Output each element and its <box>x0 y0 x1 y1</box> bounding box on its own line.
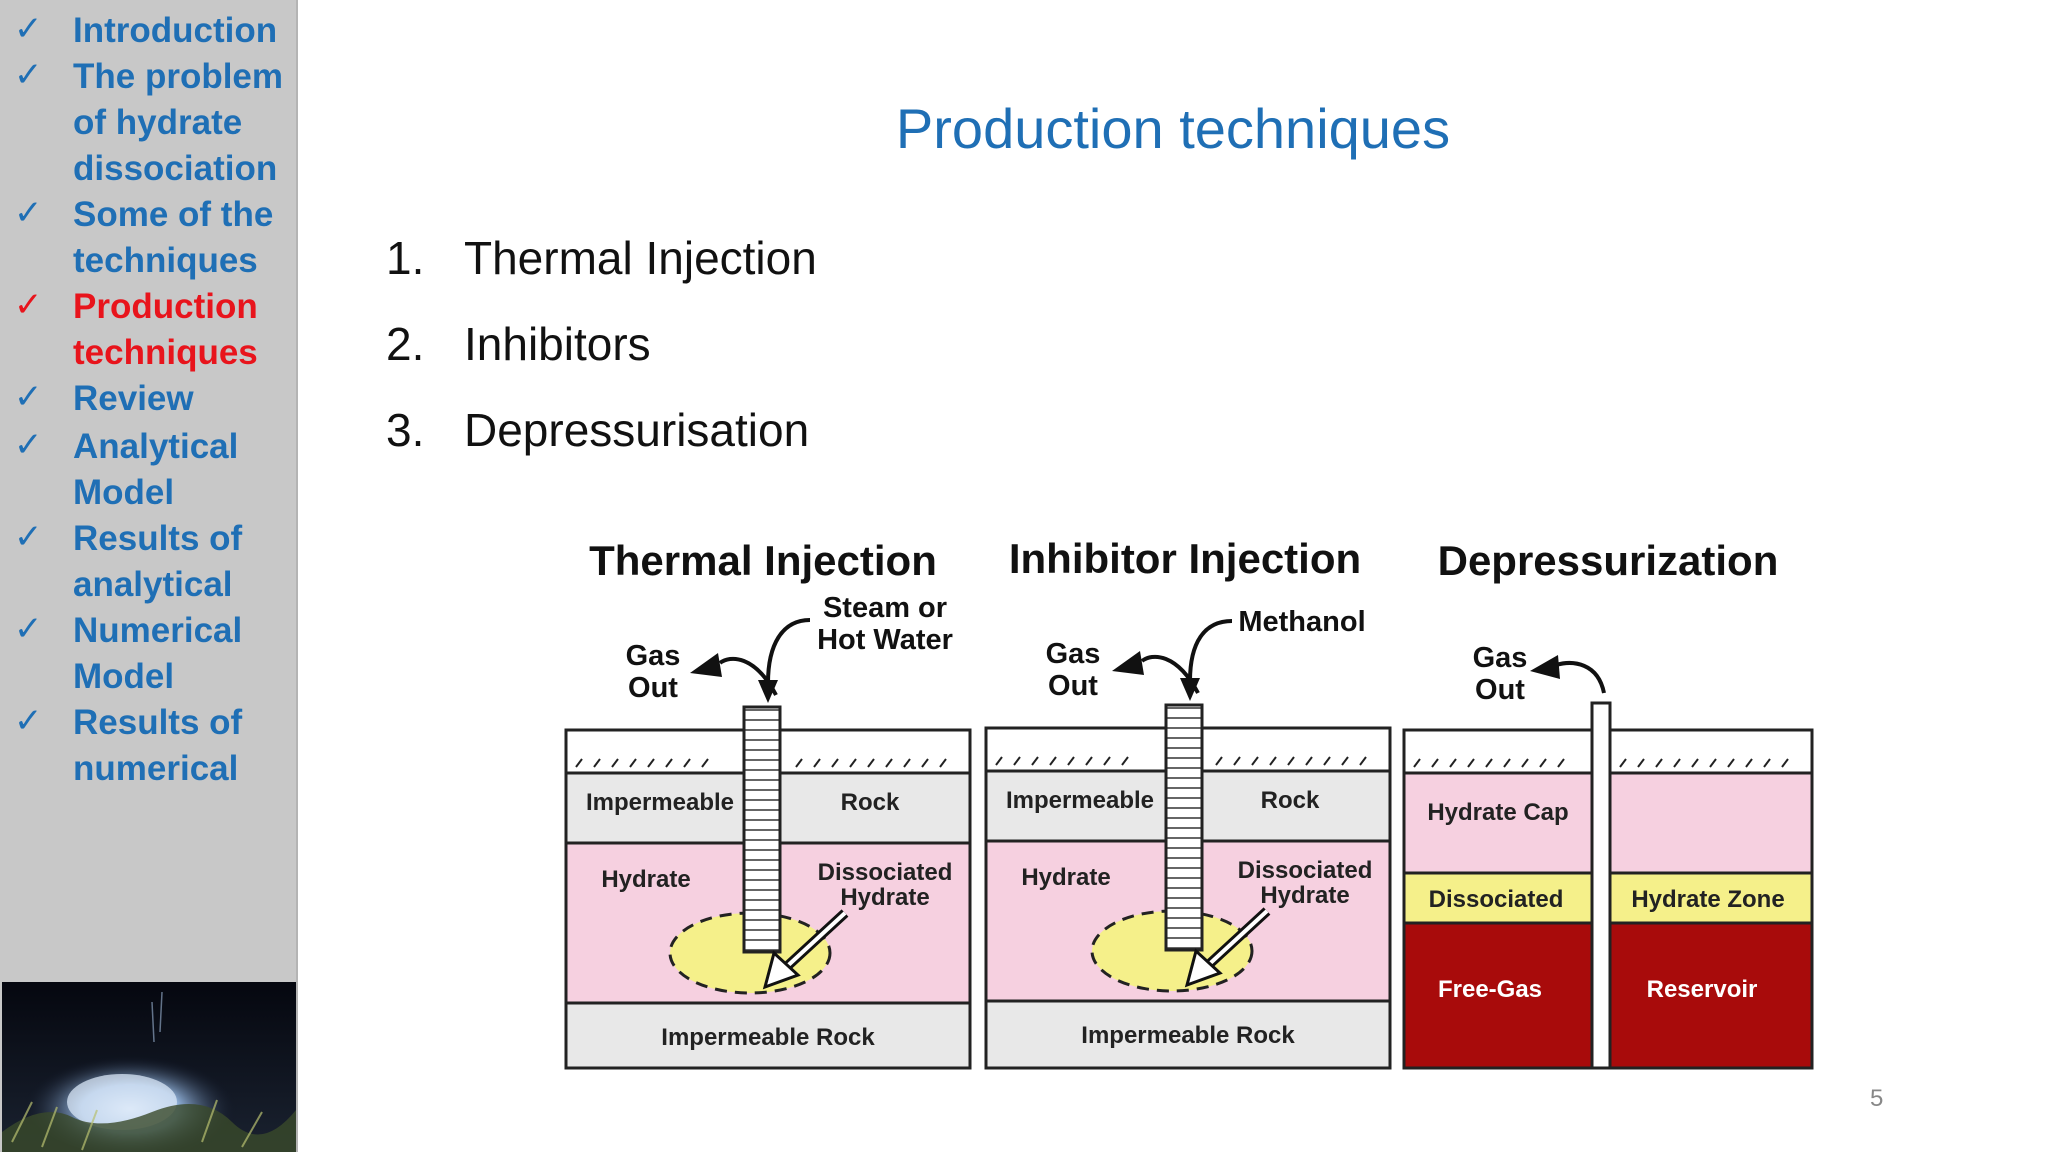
inhibitor-injection-panel: Inhibitor Injection Gas Out Methanol Imp… <box>984 535 1392 1070</box>
depressurization-panel: Depressurization Gas Out Hydrate Cap Dis… <box>1402 537 1814 1070</box>
page-number: 5 <box>1870 1085 1884 1112</box>
sidebar-thumbnail-image <box>2 982 296 1152</box>
bullet-number: 2. <box>386 318 425 370</box>
impermeable-rock-label: Impermeable Rock <box>1081 1022 1295 1049</box>
arrow-head <box>690 653 722 677</box>
checkmark-icon: ✓ <box>14 193 43 233</box>
hydrate-label: Hydrate <box>1021 864 1110 891</box>
sidebar: ✓ Introduction ✓ The problem of hydrate dis… <box>0 0 298 1152</box>
gas-out-label: Gas <box>1046 638 1101 670</box>
steam-label: Hot Water <box>817 624 953 656</box>
checkmark-icon: ✓ <box>14 285 43 325</box>
impermeable-rock-label: Impermeable Rock <box>661 1024 875 1051</box>
sidebar-nav-label: Some of the techniques <box>73 195 274 280</box>
arrow-head <box>758 680 778 703</box>
surface-hatch <box>575 758 947 768</box>
dissociated-arrow-inner <box>1202 909 1269 971</box>
impermeable-label: Impermeable <box>586 789 734 816</box>
gas-out-label: Out <box>628 672 678 704</box>
bullet-text: Thermal Injection <box>464 232 817 284</box>
thermal-injection-panel: Thermal Injection Gas Out Steam or Hot W… <box>564 537 972 1070</box>
injection-arrow <box>766 618 811 684</box>
slide-title: Production techniques <box>895 97 1451 160</box>
methanol-label: Methanol <box>1238 606 1365 638</box>
hydrate-zone-label: Hydrate Zone <box>1631 886 1784 913</box>
seafloor-hydrate-image <box>2 982 296 1152</box>
production-well <box>1590 701 1612 1070</box>
sidebar-nav-label: Review <box>73 379 194 418</box>
injection-arrow <box>1188 619 1233 682</box>
inhibitor-injection-title: Inhibitor Injection <box>1009 535 1361 582</box>
rock-label: Rock <box>1261 787 1320 814</box>
rock-label: Rock <box>841 789 900 816</box>
hydrate-label: Hydrate <box>601 866 690 893</box>
checkmark-icon: ✓ <box>14 701 43 741</box>
hydrate-cap-label: Hydrate Cap <box>1427 799 1568 826</box>
checkmark-icon: ✓ <box>14 9 43 49</box>
gas-out-label: Out <box>1475 674 1525 706</box>
thermal-injection-title: Thermal Injection <box>589 537 937 584</box>
steam-label: Steam or <box>823 592 947 624</box>
sidebar-nav-label: Results of analytical <box>73 519 243 604</box>
injection-well <box>742 705 782 954</box>
free-gas-label: Free-Gas <box>1438 976 1542 1003</box>
production-techniques-diagram: Thermal Injection Gas Out Steam or Hot W… <box>564 535 1814 1070</box>
bullet-text: Inhibitors <box>464 318 651 370</box>
impermeable-rock-bottom <box>984 999 1392 1070</box>
checkmark-icon: ✓ <box>14 377 43 417</box>
gas-out-label: Gas <box>1473 642 1528 674</box>
checkmark-icon: ✓ <box>14 425 43 465</box>
sidebar-nav-label: Results of numerical <box>73 703 243 788</box>
arrow-head <box>1180 678 1200 701</box>
bullet-item: 2. Inhibitors <box>386 316 651 372</box>
arrow-head <box>1530 655 1560 679</box>
sidebar-nav-label: The problem of hydrate dissociation <box>73 57 284 188</box>
sidebar-nav-label: Introduction <box>73 11 278 50</box>
bullet-item: 3. Depressurisation <box>386 402 809 458</box>
arrow-head <box>1112 651 1144 675</box>
dissociated-label: Dissociated <box>1429 886 1564 913</box>
checkmark-icon: ✓ <box>14 517 43 557</box>
surface-hatch <box>995 756 1367 766</box>
dissociated-label: Hydrate <box>1260 882 1349 909</box>
checkmark-icon: ✓ <box>14 609 43 649</box>
bullet-item: 1. Thermal Injection <box>386 230 817 286</box>
injection-well <box>1164 703 1204 952</box>
bullet-text: Depressurisation <box>464 404 810 456</box>
gas-out-label: Gas <box>626 640 681 672</box>
dissociated-label: Dissociated <box>818 859 953 886</box>
dissociated-label: Hydrate <box>840 884 929 911</box>
dissociated-label: Dissociated <box>1238 857 1373 884</box>
sidebar-nav-label: Analytical Model <box>73 427 239 512</box>
depressurization-title: Depressurization <box>1438 537 1779 584</box>
gas-out-arrow <box>1555 661 1606 694</box>
surface-hatch <box>1413 758 1789 768</box>
checkmark-icon: ✓ <box>14 55 43 95</box>
impermeable-rock-bottom <box>564 1001 972 1070</box>
bullet-number: 3. <box>386 404 425 456</box>
dissociated-arrow-inner <box>780 911 847 973</box>
arrow-head <box>1184 948 1223 988</box>
arrow-head <box>762 950 801 990</box>
sidebar-nav-label: Production techniques <box>73 287 258 372</box>
impermeable-label: Impermeable <box>1006 787 1154 814</box>
sidebar-nav-label: Numerical Model <box>73 611 243 696</box>
reservoir-label: Reservoir <box>1647 976 1758 1003</box>
bullet-number: 1. <box>386 232 425 284</box>
gas-out-label: Out <box>1048 670 1098 702</box>
